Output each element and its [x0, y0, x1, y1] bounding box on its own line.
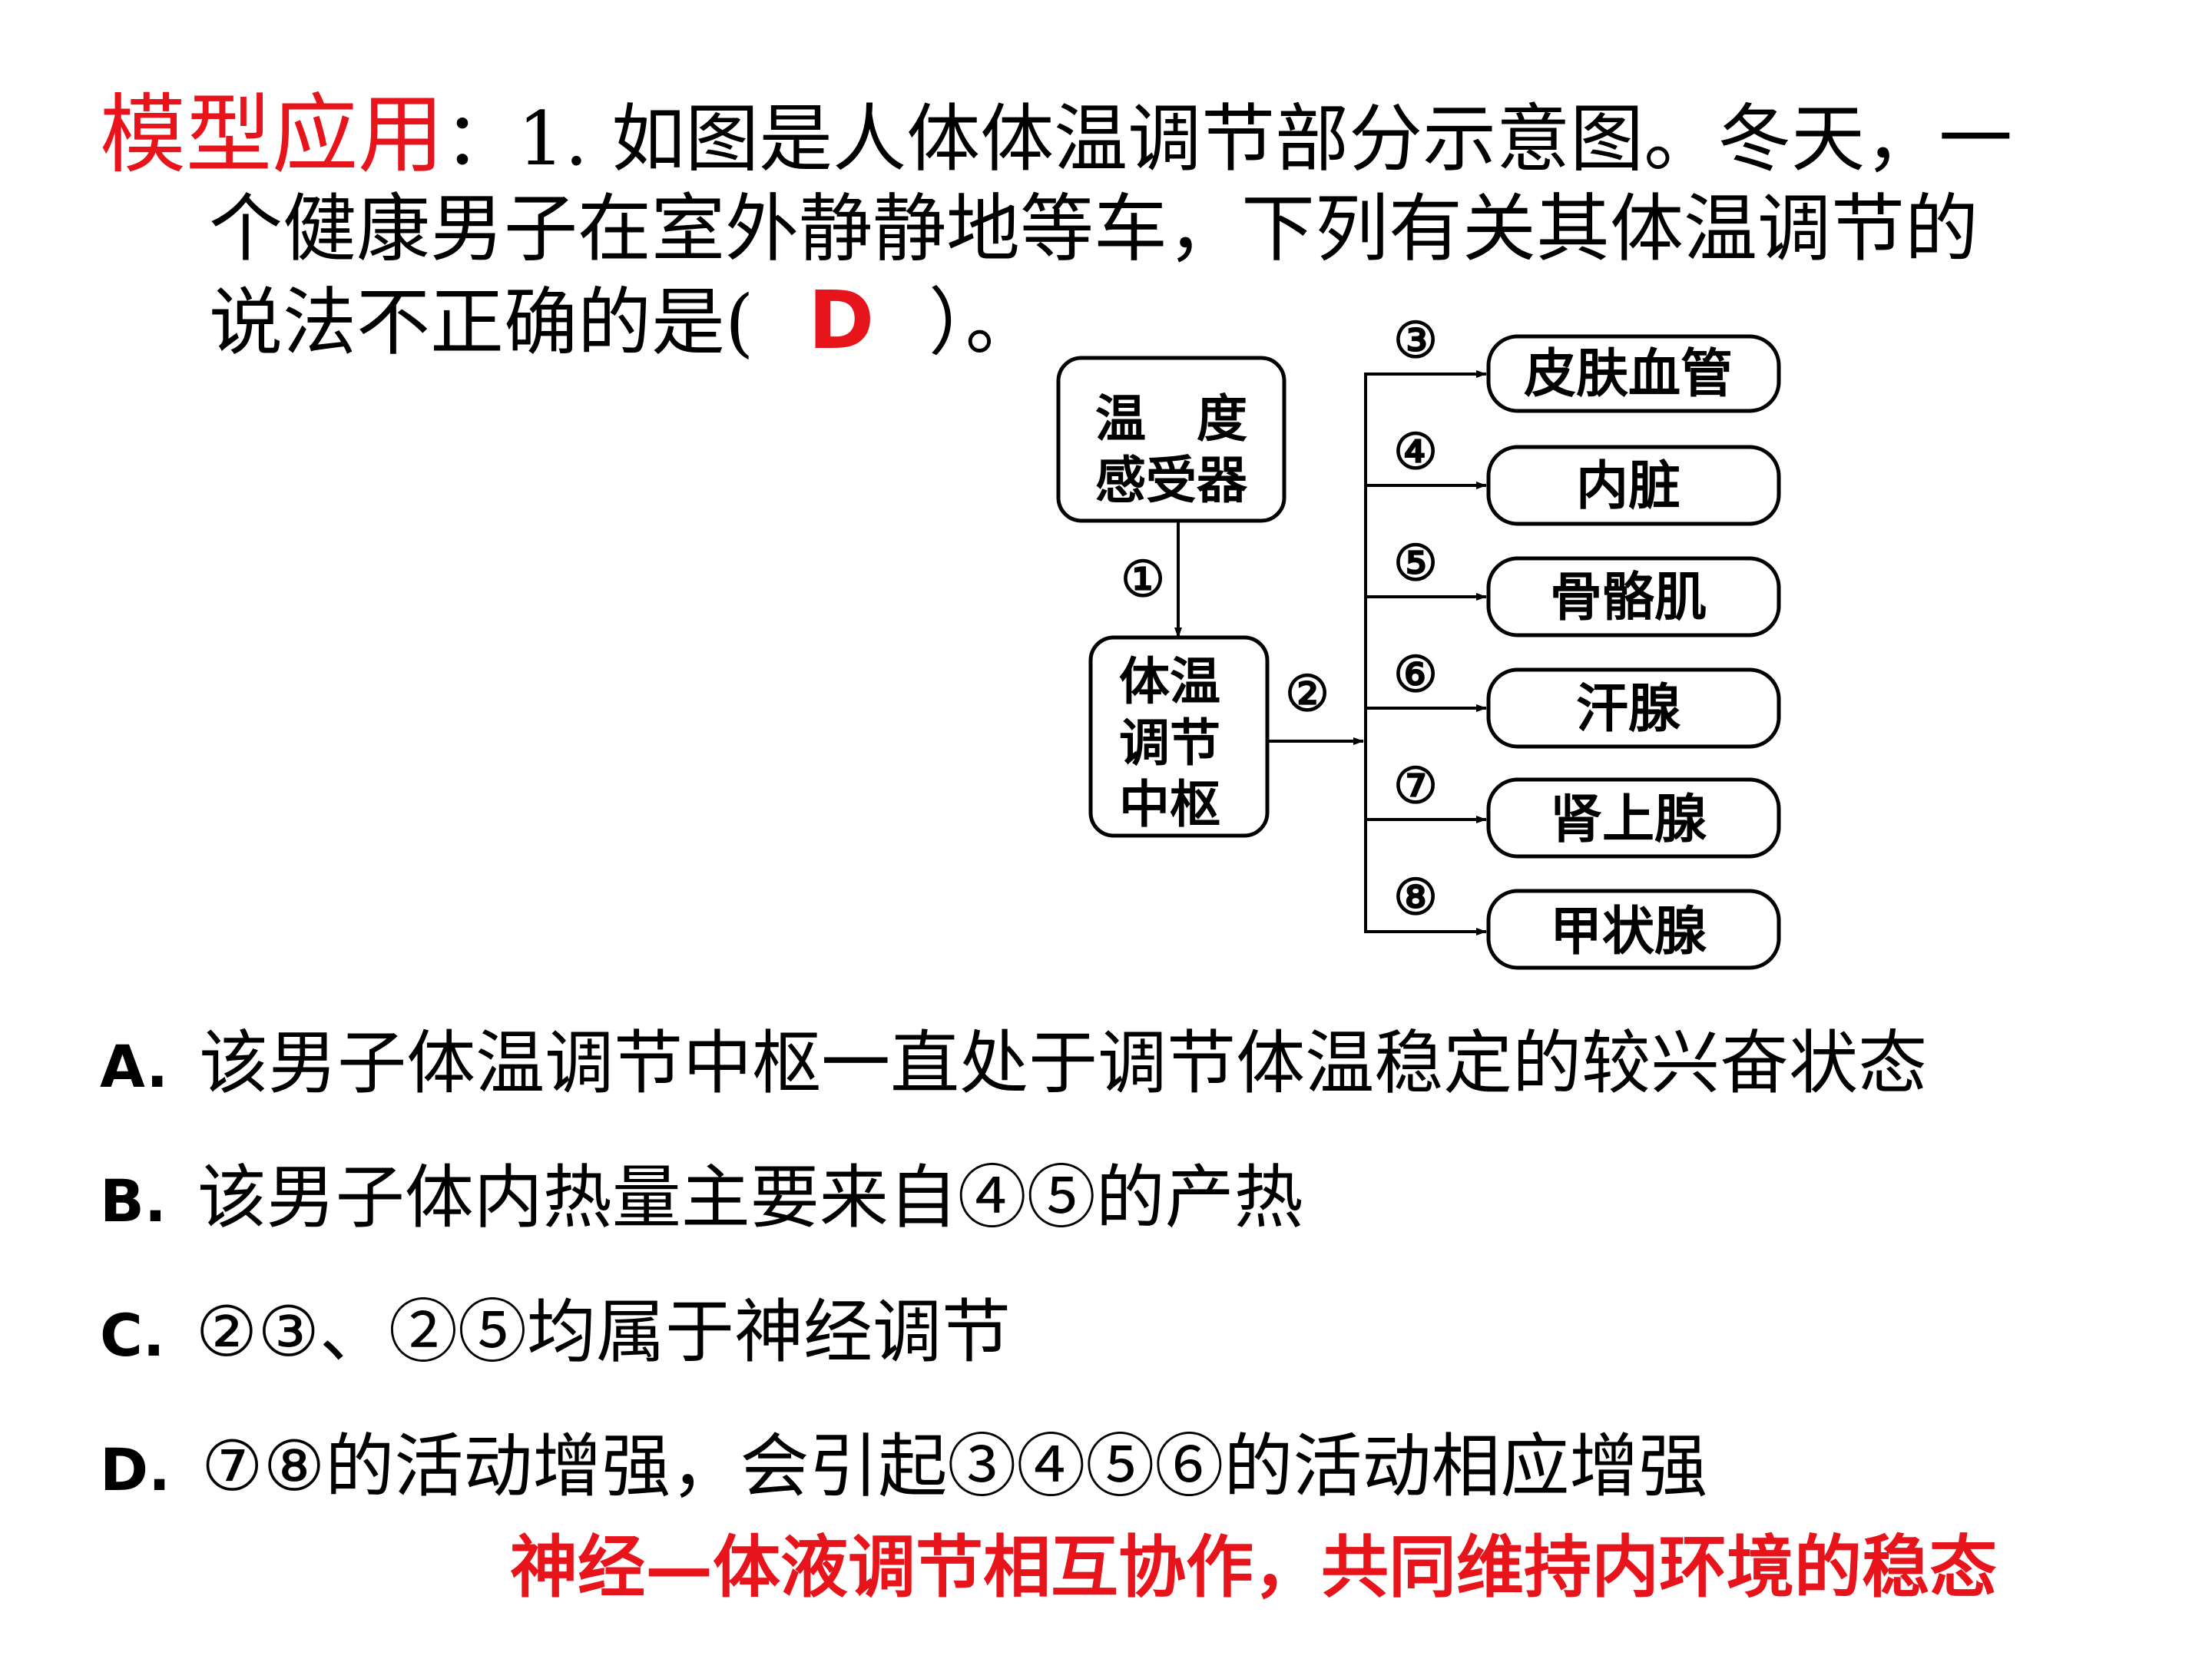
option-c: C.②③、②⑤均属于神经调节	[100, 1298, 1011, 1367]
sensor-label-line-2: 感受器	[1095, 450, 1248, 510]
arrow-2-label: ②	[1285, 665, 1329, 723]
arrow-5-label: ⑤	[1393, 535, 1437, 592]
arrow-6-label: ⑥	[1393, 646, 1437, 704]
option-d-text: ⑦⑧的活动增强，会引起③④⑤⑥的活动相应增强	[200, 1426, 1708, 1507]
target-row-8: ⑧ 甲状腺	[1366, 869, 1781, 970]
target-box-3	[1486, 334, 1781, 413]
target-label-4: 内脏	[1576, 455, 1681, 517]
question-text-2: 个健康男子在室外静静地等车，下列有关其体温调节的	[209, 186, 1979, 272]
option-c-letter: C.	[100, 1301, 165, 1369]
target-label-7: 肾上腺	[1550, 789, 1707, 850]
option-b-letter: B.	[100, 1167, 167, 1235]
question-text-3-suffix: ）。	[928, 280, 1039, 366]
target-label-6: 汗腺	[1576, 678, 1681, 740]
answer-text: D	[807, 273, 875, 367]
center-label-line-3: 中枢	[1119, 774, 1220, 834]
target-label-3: 皮肤血管	[1524, 343, 1733, 405]
arrow-7-label: ⑦	[1393, 757, 1437, 815]
question-text-3-prefix: 说法不正确的是(	[209, 280, 754, 366]
target-row-4: ④ 内脏	[1366, 423, 1781, 526]
arrow-3-label: ③	[1393, 312, 1437, 369]
option-b-text: 该男子体内热量主要来自④⑤的产热	[197, 1157, 1303, 1238]
question-title: 模型应用	[100, 85, 444, 185]
target-box-8	[1486, 889, 1781, 970]
arrow-8-label: ⑧	[1393, 869, 1437, 926]
target-box-7	[1486, 777, 1781, 859]
option-b: B.该男子体内热量主要来自④⑤的产热	[100, 1164, 1303, 1233]
option-d-letter: D.	[100, 1435, 171, 1504]
sensor-label-line-1: 温 度	[1095, 389, 1247, 449]
target-box-5	[1486, 556, 1781, 637]
target-box-6	[1486, 667, 1781, 749]
target-row-5: ⑤ 骨骼肌	[1366, 535, 1781, 637]
target-box-4	[1486, 445, 1781, 526]
question-line-2: 个健康男子在室外静静地等车，下列有关其体温调节的	[209, 192, 1979, 266]
summary-text: 神经—体液调节相互协作，共同维持内环境的稳态	[510, 1527, 1998, 1607]
question-colon: ：	[444, 96, 518, 182]
option-d: D.⑦⑧的活动增强，会引起③④⑤⑥的活动相应增强	[100, 1432, 1707, 1502]
arrow-1-label: ①	[1121, 551, 1164, 608]
target-label-5: 骨骼肌	[1550, 567, 1707, 628]
target-row-7: ⑦ 肾上腺	[1366, 757, 1781, 859]
question-line-1: 模型应用：1. 如图是人体体温调节部分示意图。冬天，一	[100, 92, 2012, 178]
sensor-box	[1056, 356, 1286, 523]
question-line-3: 说法不正确的是( D ）。	[209, 280, 1039, 360]
center-label-line-1: 体温	[1119, 651, 1220, 711]
center-box	[1088, 635, 1270, 838]
option-c-text: ②③、②⑤均属于神经调节	[195, 1292, 1012, 1373]
option-a: A.该男子体温调节中枢一直处于调节体温稳定的较兴奋状态	[100, 1029, 1927, 1098]
target-row-3: ③ 皮肤血管	[1366, 312, 1781, 413]
target-row-6: ⑥ 汗腺	[1366, 646, 1781, 749]
target-label-8: 甲状腺	[1550, 901, 1707, 962]
option-a-text: 该男子体温调节中枢一直处于调节体温稳定的较兴奋状态	[199, 1023, 1928, 1104]
center-label-line-2: 调节	[1119, 713, 1220, 773]
option-a-letter: A.	[100, 1032, 169, 1101]
question-text-1: 1. 如图是人体体温调节部分示意图。冬天，一	[518, 96, 2013, 182]
arrow-4-label: ④	[1393, 423, 1437, 481]
